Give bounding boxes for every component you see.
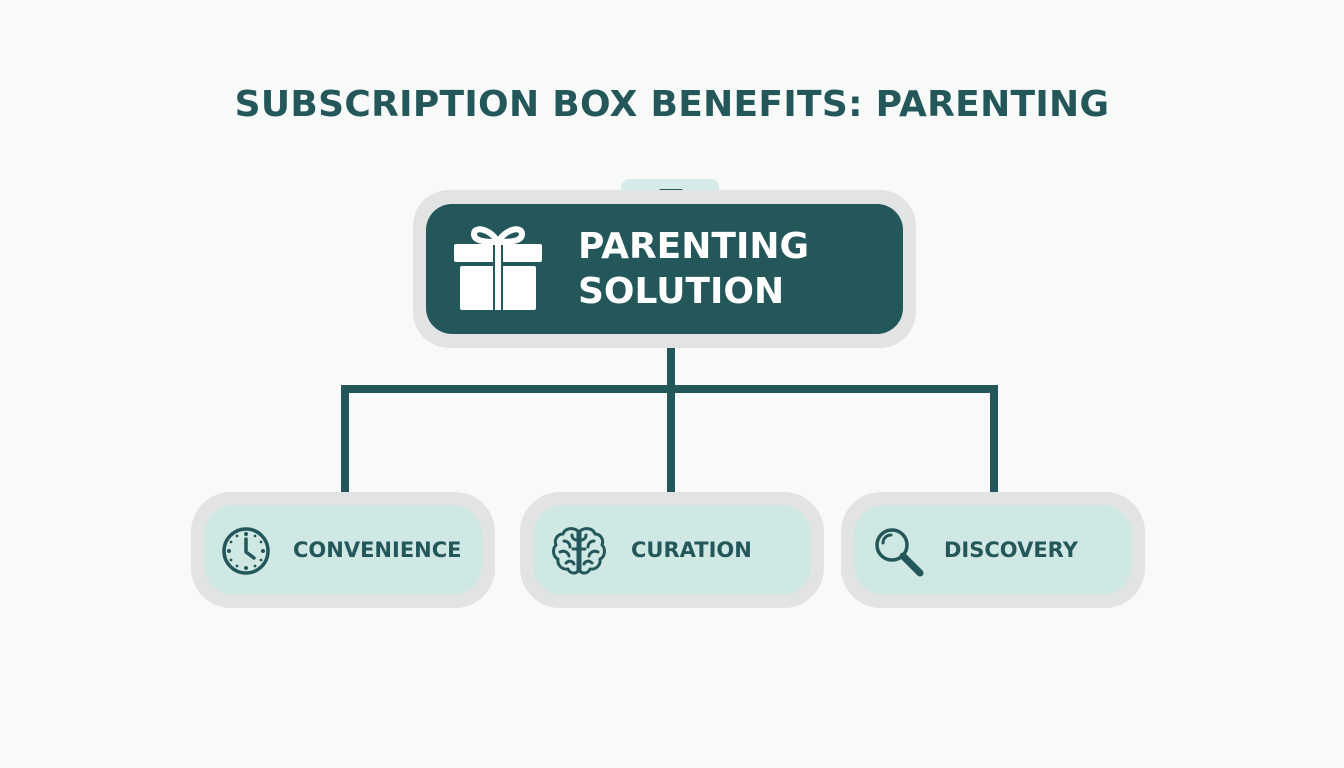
clock-icon — [222, 527, 270, 575]
brain-icon — [552, 527, 606, 575]
child-node-convenience — [204, 505, 482, 595]
root-label-line1: PARENTING — [578, 226, 810, 267]
child-label-convenience: CONVENIENCE — [293, 538, 462, 562]
child-node-discovery — [854, 505, 1132, 595]
gift-icon — [454, 226, 542, 310]
diagram-title: SUBSCRIPTION BOX BENEFITS: PARENTING — [234, 84, 1110, 125]
root-node-label: PARENTING SOLUTION — [578, 224, 809, 314]
root-label-line2: SOLUTION — [578, 271, 785, 312]
child-label-discovery: DISCOVERY — [944, 538, 1078, 562]
child-label-curation: CURATION — [631, 538, 752, 562]
magnifier-icon — [875, 528, 924, 577]
